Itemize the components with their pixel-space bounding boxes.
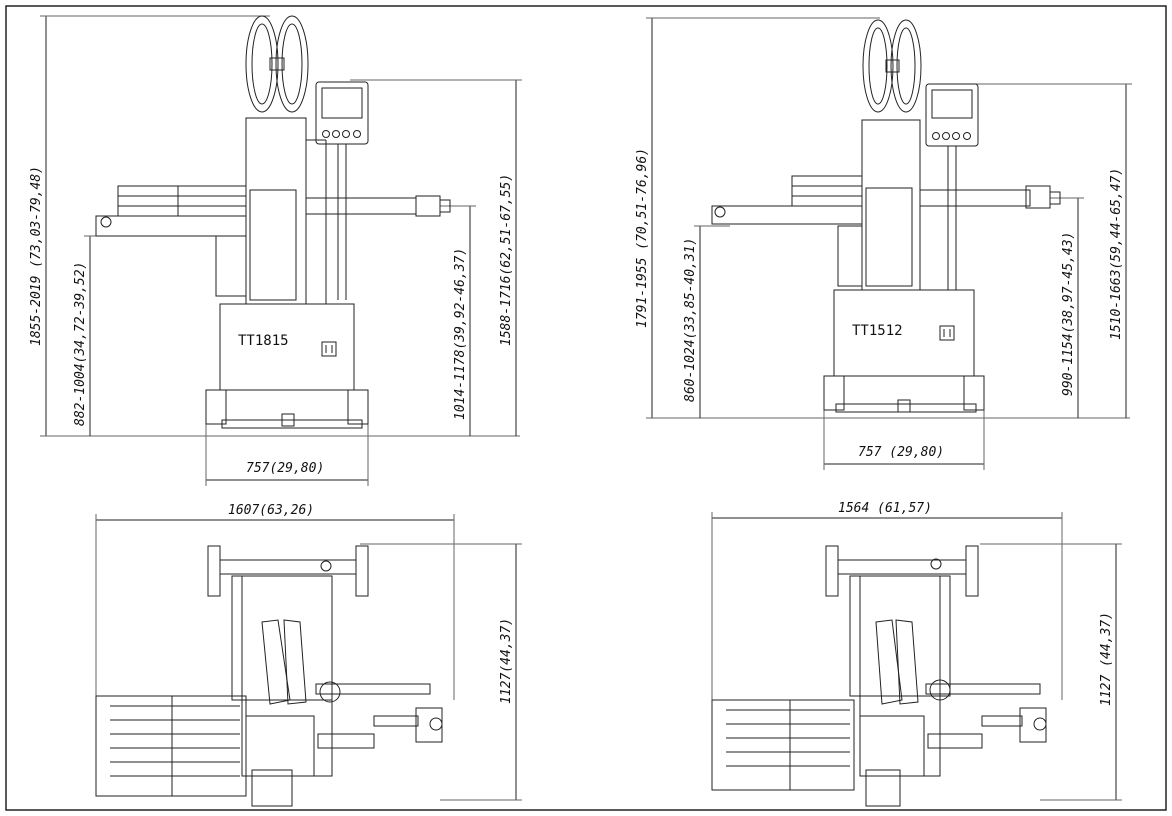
- tt1512-total-height-dim: 1791-1955 (70,51-76,96): [635, 148, 650, 328]
- drawing-border: [5, 5, 1167, 811]
- tt1512-table-height-dim: 860-1024(33,85-40,31): [683, 238, 698, 402]
- tt1815-overall-width-dim: 1607(63,26): [228, 503, 314, 518]
- tt1512-base-width-dim: 757 (29,80): [858, 445, 944, 460]
- tt1512-elevation-view: [646, 17, 1132, 470]
- tt1512-panel-height-dim: 1510-1663(59,44-65,47): [1109, 168, 1124, 340]
- tt1815-arm-height-dim: 1014-1178(39,92-46,37): [453, 248, 468, 420]
- tt1815-plan-view: [95, 514, 522, 807]
- tt1815-depth-dim: 1127(44,37): [499, 618, 514, 704]
- tt1815-model-label: TT1815: [238, 333, 289, 349]
- tt1512-overall-width-dim: 1564 (61,57): [838, 501, 932, 516]
- tt1512-plan-view: [711, 512, 1122, 807]
- tt1512-depth-dim: 1127 (44,37): [1099, 612, 1114, 706]
- tt1512-arm-height-dim: 990-1154(38,97-45,43): [1061, 232, 1076, 396]
- tt1815-elevation-view: [40, 15, 522, 486]
- tt1815-total-height-dim: 1855-2019 (73,03-79,48): [29, 166, 44, 346]
- tt1815-table-height-dim: 882-1004(34,72-39,52): [73, 262, 88, 426]
- tt1815-base-width-dim: 757(29,80): [246, 461, 324, 476]
- tt1512-model-label: TT1512: [852, 323, 903, 339]
- tt1815-panel-height-dim: 1588-1716(62,51-67,55): [499, 174, 514, 346]
